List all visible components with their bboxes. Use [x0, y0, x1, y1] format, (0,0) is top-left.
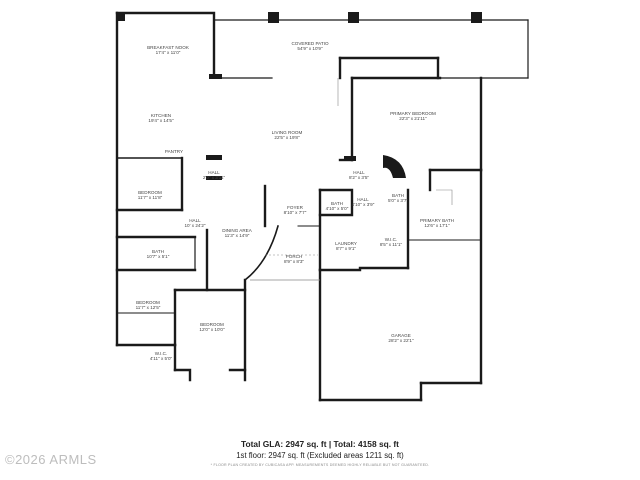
room-dims: 2'0" x 3'11" — [202, 175, 226, 181]
room-name: PRIMARY BEDROOM — [390, 111, 436, 116]
room-name: PRIMARY BATH — [420, 218, 454, 223]
room-name: BATH — [392, 193, 404, 198]
room-dims: 11'3" x 14'9" — [224, 233, 250, 239]
room-name: DINING AREA — [222, 228, 252, 233]
room-dims: 11'7" x 12'5" — [135, 305, 161, 311]
room-dims: 28'2" x 22'1" — [388, 338, 414, 344]
room-name: W.I.C. — [384, 237, 398, 242]
total-area-summary: Total GLA: 2947 sq. ft | Total: 4158 sq.… — [241, 439, 399, 449]
room-name: BATH — [331, 201, 343, 206]
room-dims: 22'5" x 19'8" — [274, 135, 300, 141]
room-label-wic-2: W.I.C.4'11" x 5'0" — [150, 351, 172, 362]
room-name: COVERED PATIO — [291, 41, 329, 46]
room-dims: 11'7" x 11'8" — [137, 195, 163, 201]
floor-area-summary: 1st floor: 2947 sq. ft (Excluded areas 1… — [236, 451, 404, 460]
room-dims: 4'11" x 5'0" — [149, 356, 173, 362]
room-label-pantry: PANTRY — [165, 149, 183, 154]
room-name: HALL — [353, 170, 365, 175]
room-dims: 54'9" x 10'9" — [297, 46, 323, 52]
room-dims: 8'7" x 9'1" — [335, 246, 357, 252]
room-dims: 5'0" x 3'7" — [387, 198, 409, 204]
copyright-watermark: ©2026 ARMLS — [5, 452, 97, 467]
disclaimer-text: * FLOOR PLAN CREATED BY CUBICASA APP. ME… — [210, 463, 430, 467]
room-name: PORCH — [285, 254, 303, 259]
room-dims: 4'10" x 3'9" — [351, 202, 375, 208]
room-name: W.I.C. — [154, 351, 168, 356]
room-dims: 12'0" x 10'0" — [199, 327, 225, 333]
room-dims: 17'4" x 11'0" — [155, 50, 181, 56]
room-name: HALL — [189, 218, 201, 223]
room-name: BEDROOM — [136, 300, 160, 305]
room-name: FOYER — [287, 205, 303, 210]
room-dims: 10'7" x 5'1" — [146, 254, 170, 260]
room-label-wic-1: W.I.C.8'5" x 11'1" — [380, 237, 402, 248]
room-name: LAUNDRY — [335, 241, 357, 246]
room-dims: 10' x 24'2" — [184, 223, 206, 229]
room-name: PANTRY — [164, 149, 184, 154]
room-name: KITCHEN — [150, 113, 172, 118]
room-name: HALL — [357, 197, 369, 202]
room-name: HALL — [208, 170, 220, 175]
room-dims: 4'10" x 5'0" — [325, 206, 349, 212]
room-name: BREAKFAST NOOK — [147, 45, 189, 50]
room-dims: 8'2" x 3'5" — [348, 175, 370, 181]
room-name: BATH — [152, 249, 164, 254]
room-dims: 8'10" x 7'7" — [283, 210, 307, 216]
room-name: GARAGE — [391, 333, 411, 338]
room-dims: 22'3" x 21'11" — [399, 116, 427, 122]
room-name: BEDROOM — [138, 190, 162, 195]
room-name: BEDROOM — [200, 322, 224, 327]
room-dims: 19'4" x 14'5" — [148, 118, 174, 124]
room-dims: 12'6" x 17'1" — [424, 223, 450, 229]
room-dims: 8'9" x 8'3" — [283, 259, 305, 265]
room-dims: 8'5" x 11'1" — [379, 242, 403, 248]
room-name: LIVING ROOM — [271, 130, 303, 135]
